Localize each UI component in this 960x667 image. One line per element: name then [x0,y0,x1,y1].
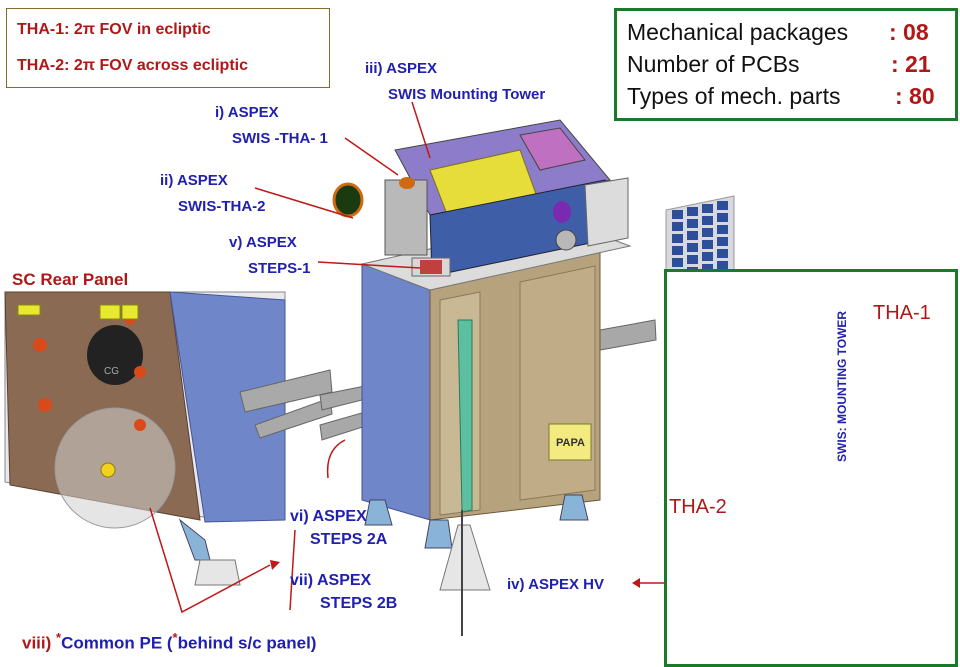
stat-value-pcbs: : 21 [891,51,931,77]
cg-mark: CG [104,366,119,377]
solar-cell [702,204,713,213]
tower-vertical-label: SWIS: MOUNTING TOWER [835,310,849,462]
rear-panel-zoom: CG [4,291,333,586]
solar-cell [702,228,713,237]
callout-viii: viii) *Common PE (*behind s/c panel) [22,630,316,654]
tower-inset-box: THA-1 THA-2 SWIS: MOUNTING TOWER [664,269,958,667]
callout-ii-line2: SWIS-THA-2 [178,198,266,215]
solar-cell [717,225,728,234]
solar-cell [702,264,713,273]
solar-cell [717,261,728,270]
callout-i-line1: i) ASPEX [215,104,279,121]
solar-cell [717,201,728,210]
solar-cell [687,219,698,228]
solar-cell [702,216,713,225]
solar-cell [687,255,698,264]
solar-cell [687,207,698,216]
solar-cell [672,246,683,255]
callout-viii-text2: behind s/c panel) [177,633,317,653]
callout-vii-line1: vii) ASPEX [290,572,372,589]
stat-label-mech-parts: Types of mech. parts [627,83,841,109]
callout-viii-star2: * [172,630,178,645]
callout-v-line2: STEPS-1 [248,260,311,277]
solar-cell [687,243,698,252]
stats-box: Mechanical packages : 08 Number of PCBs … [614,8,958,121]
tower-label-tha2: THA-2 [669,496,727,518]
fov-line-2: THA-2: 2π FOV across ecliptic [17,57,248,74]
solar-cell [672,210,683,219]
fov-legend-box: THA-1: 2π FOV in ecliptic THA-2: 2π FOV … [6,8,330,88]
stat-label-pcbs: Number of PCBs [627,51,800,77]
callout-vii-line2: STEPS 2B [320,595,398,612]
callout-iv: iv) ASPEX HV [507,576,604,593]
callout-i-line2: SWIS -THA- 1 [232,130,328,147]
solar-cell [687,231,698,240]
stat-value-packages: : 08 [889,19,929,45]
solar-cell [672,234,683,243]
tower-label-tha1: THA-1 [873,302,931,324]
solar-cell [672,258,683,267]
leader-arrowheads [270,560,640,588]
callout-iii-line2: SWIS Mounting Tower [388,86,546,103]
solar-cell [702,252,713,261]
callout-viii-prefix: viii) [22,633,52,653]
fov-line-1: THA-1: 2π FOV in ecliptic [17,21,211,38]
solar-cell [717,237,728,246]
callout-viii-star: * [56,630,62,645]
solar-cell [702,240,713,249]
stat-value-mech-parts: : 80 [895,83,935,109]
stat-label-packages: Mechanical packages [627,19,849,45]
spacecraft-body: PAPA [319,119,657,636]
callout-v-line1: v) ASPEX [229,234,297,251]
callout-vi-line1: vi) ASPEX [290,508,367,525]
solar-cell [672,222,683,231]
rear-panel-title: SC Rear Panel [12,270,129,289]
papa-mark: PAPA [556,437,585,449]
callout-ii-line1: ii) ASPEX [160,172,228,189]
solar-cell [717,249,728,258]
callout-viii-text: Common PE ( [61,633,173,653]
callout-iii-line1: iii) ASPEX [365,60,437,77]
callout-vi-line2: STEPS 2A [310,531,388,548]
solar-cell [717,213,728,222]
